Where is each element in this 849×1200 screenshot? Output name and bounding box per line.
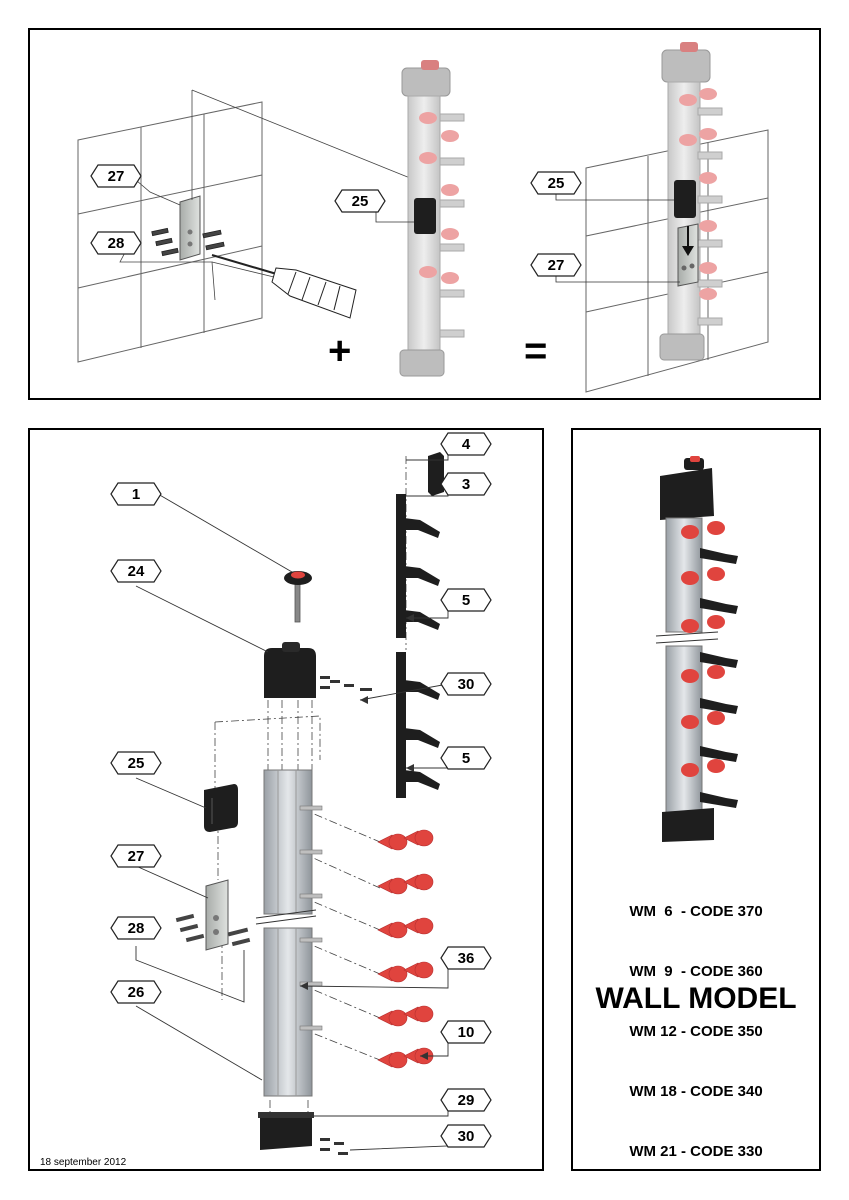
- callout-main-4: 4: [440, 432, 492, 456]
- callout-number: 10: [458, 1024, 475, 1041]
- callout-number: 27: [548, 257, 565, 274]
- plus-sign: +: [328, 329, 351, 373]
- callout-main-5b: 5: [440, 746, 492, 770]
- callout-main-3: 3: [440, 472, 492, 496]
- callout-number: 27: [108, 168, 125, 185]
- mounting-plate-27: [179, 195, 201, 261]
- callout-hexagon: [440, 472, 492, 496]
- wall-bracket-25: [204, 784, 238, 832]
- callout-hexagon: [440, 1020, 492, 1044]
- callout-hexagon: [110, 844, 162, 868]
- screwdriver-icon: [211, 254, 357, 319]
- pins-36: [299, 805, 323, 1031]
- callout-main-1: 1: [110, 482, 162, 506]
- callout-hexagon: [90, 164, 142, 188]
- callout-hexagon: [440, 746, 492, 770]
- callout-main-28: 28: [110, 916, 162, 940]
- callout-main-30b: 30: [440, 1124, 492, 1148]
- callout-hexagon: [440, 432, 492, 456]
- callout-hexagon: [440, 672, 492, 696]
- model-code-line: WM 18 - CODE 340: [629, 1083, 763, 1100]
- callout-number: 4: [462, 436, 471, 453]
- callout-main-25: 25: [110, 751, 162, 775]
- wall-bracket-25: [414, 198, 436, 234]
- model-code-line: WM 9 - CODE 360: [629, 963, 763, 980]
- callout-hexagon: [110, 916, 162, 940]
- screws-28: [151, 227, 225, 257]
- callout-number: 29: [458, 1092, 475, 1109]
- callout-hexagon: [530, 253, 582, 277]
- callout-top-27: 27: [90, 164, 142, 188]
- leader-arrowheads: [300, 614, 428, 1060]
- callout-main-29: 29: [440, 1088, 492, 1112]
- aluminium-rail-26: [255, 769, 317, 1097]
- callout-top-28: 28: [90, 231, 142, 255]
- callout-main-30a: 30: [440, 672, 492, 696]
- bottom-cap-29: [258, 1112, 314, 1150]
- peg-strip-upper: [396, 494, 440, 638]
- peg-strip-lower: [396, 652, 440, 798]
- callout-main-36: 36: [440, 946, 492, 970]
- callout-number: 1: [132, 486, 140, 503]
- callout-right-27: 27: [530, 253, 582, 277]
- cap-screws-30: [320, 676, 372, 691]
- callout-hexagon: [440, 588, 492, 612]
- model-code-list: WM 6 - CODE 370 WM 9 - CODE 360 WM 12 - …: [573, 862, 819, 1182]
- callout-hexagon: [110, 482, 162, 506]
- callout-number: 28: [108, 235, 125, 252]
- callout-number: 36: [458, 950, 475, 967]
- rack-on-wall-result: [585, 42, 769, 393]
- bottom-screws-30: [320, 1138, 348, 1155]
- callout-number: 25: [352, 193, 369, 210]
- callout-hexagon: [440, 1088, 492, 1112]
- top-cap-24: [264, 642, 316, 698]
- callout-main-27: 27: [110, 844, 162, 868]
- callout-hexagon: [110, 559, 162, 583]
- model-code-line: WM 12 - CODE 350: [629, 1023, 763, 1040]
- callout-main-10: 10: [440, 1020, 492, 1044]
- end-clip-4: [428, 452, 444, 496]
- callout-hexagon: [110, 980, 162, 1004]
- callout-number: 25: [548, 175, 565, 192]
- screws-28: [175, 913, 251, 947]
- callout-number: 5: [462, 592, 470, 609]
- callout-main-26: 26: [110, 980, 162, 1004]
- callout-number: 3: [462, 476, 470, 493]
- callout-right-25: 25: [530, 171, 582, 195]
- callout-hexagon: [110, 751, 162, 775]
- rack-product-render: [655, 456, 738, 842]
- model-code-line: WM 21 - CODE 330: [629, 1143, 763, 1160]
- callout-number: 5: [462, 750, 470, 767]
- callout-hexagon: [530, 171, 582, 195]
- callout-hexagon: [440, 946, 492, 970]
- callout-number: 30: [458, 676, 475, 693]
- callout-hexagon: [334, 189, 386, 213]
- model-title: WALL MODEL: [595, 982, 797, 1015]
- callout-number: 25: [128, 755, 145, 772]
- callout-labels: 27 28 25 25 27 1 24 25 27 28 26 4 3 5 30 5 36 10 29 30: [90, 164, 582, 1148]
- mounting-plate-27: [205, 879, 229, 951]
- equals-sign: =: [524, 329, 547, 373]
- callout-number: 28: [128, 920, 145, 937]
- callout-main-5a: 5: [440, 588, 492, 612]
- cones-10: [377, 829, 434, 1069]
- callout-number: 27: [128, 848, 145, 865]
- document-date: 18 september 2012: [40, 1157, 127, 1168]
- callout-hexagon: [440, 1124, 492, 1148]
- callout-number: 26: [128, 984, 145, 1001]
- callout-number: 24: [128, 563, 145, 580]
- knob-1: [284, 571, 312, 623]
- callout-top-25: 25: [334, 189, 386, 213]
- callout-hexagon: [90, 231, 142, 255]
- wall-tiles-left: [77, 101, 263, 363]
- callout-number: 30: [458, 1128, 475, 1145]
- rack-preview-center: [399, 60, 465, 377]
- callout-main-24: 24: [110, 559, 162, 583]
- model-code-line: WM 6 - CODE 370: [629, 903, 763, 920]
